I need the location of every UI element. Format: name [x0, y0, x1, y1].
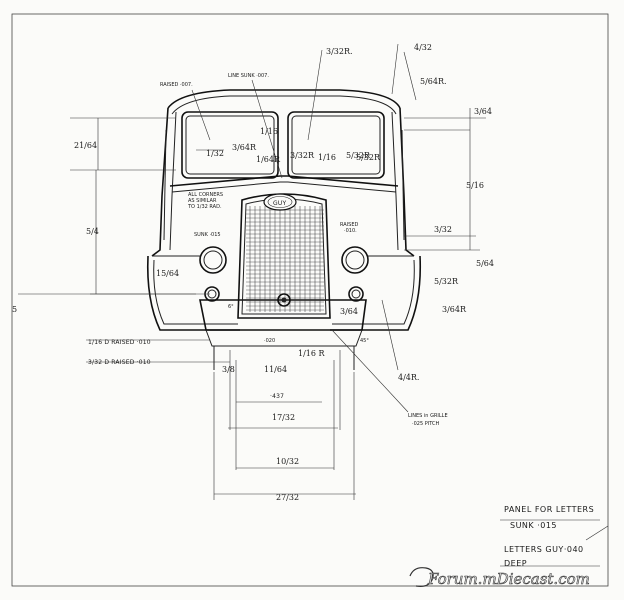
frac-17-32: 17/32: [272, 413, 295, 422]
grille: [237, 193, 331, 319]
frac-3-64d: 3/64: [340, 307, 358, 316]
frac-21-64: 21/64: [74, 141, 97, 150]
frac-5-32: 5/32R: [346, 151, 371, 160]
label-lines-grille: LINES in GRILLE: [408, 413, 448, 419]
frac-1-16-mid: 1/16: [318, 153, 336, 162]
label-pitch: ·025 PITCH: [412, 421, 439, 427]
frac-3-32b: 3/32R: [290, 151, 315, 160]
frac-1-32: 1/32: [206, 149, 224, 158]
frac-1-16: 1/16: [260, 127, 278, 136]
frac-5-32c: 5/32R: [356, 153, 381, 162]
label-line-sunk: LINE SUNK ·007.: [228, 73, 269, 79]
frac-10-32: 10/32: [276, 457, 299, 466]
label-sunk-015: SUNK ·015: [194, 232, 221, 238]
label-raised-gd: 1/16 D RAISED ·010: [88, 339, 151, 346]
frac-27-32: 27/32: [276, 493, 299, 502]
frac-3-64b: 3/64R: [232, 143, 257, 152]
frac-3-32-top: 3/32R.: [326, 47, 353, 56]
label-dim-020: ·020: [264, 338, 275, 344]
label-raised-010b: ·010.: [344, 228, 357, 234]
label-all-corners: ALL CORNERS: [188, 192, 223, 198]
sheet-border: [11, 13, 609, 587]
frac-5-32b: 5/32R: [434, 277, 459, 286]
note-sunk: SUNK ·015: [510, 521, 557, 530]
frac-11-64: 11/64: [264, 365, 287, 374]
dimension-fractions: 3/32R. 4/32 5/64R. 3/64 21/64 1/32 1/16 …: [12, 43, 494, 502]
headlamps: [199, 246, 369, 307]
frac-5-4: 5/4: [86, 227, 99, 236]
frac-5-edge: 5: [12, 305, 17, 314]
frac-5-16: 5/16: [466, 181, 484, 190]
frac-5-64: 5/64R.: [420, 77, 447, 86]
frac-3-64c: 3/64R: [442, 305, 467, 314]
forum-watermark: Forum.mDiecast.com: [409, 567, 590, 588]
frac-3-8: 3/8: [222, 365, 235, 374]
frac-3-32c: 3/32: [434, 225, 452, 234]
cab-outline: [146, 89, 422, 370]
label-all-corners-3: TO 1/32 RAD.: [187, 204, 222, 210]
note-panel: PANEL FOR LETTERS: [504, 505, 594, 514]
frac-4-4r: 4/4R.: [398, 373, 419, 382]
frac-1-16r: 1/16 R: [298, 349, 326, 358]
note-letters: LETTERS GUY·040: [504, 545, 584, 554]
frac-3-64: 3/64: [474, 107, 492, 116]
label-dim-45: 45°: [360, 338, 369, 344]
label-dim-437: ·437: [270, 393, 284, 400]
note-deep: DEEP: [504, 559, 527, 568]
frac-5-64b: 5/64: [476, 259, 494, 268]
label-dim-6: 6°: [228, 304, 234, 310]
watermark-text: Forum.mDiecast.com: [427, 570, 590, 588]
frac-15-64: 15/64: [156, 269, 179, 278]
drawing-labels: RAISED ·007. LINE SUNK ·007. ALL CORNERS…: [88, 73, 448, 427]
guy-badge: GUY: [263, 193, 297, 211]
dimension-lines: [18, 43, 486, 500]
label-all-corners-2: AS SIMILAR: [188, 198, 217, 204]
badge-text: GUY: [273, 200, 286, 207]
label-raised-010: RAISED: [340, 222, 358, 228]
label-raised-32: 3/32 D RAISED ·010: [88, 359, 151, 366]
frac-1-64: 1/64R: [256, 155, 281, 164]
label-raised: RAISED ·007.: [160, 82, 193, 88]
frac-4-32-top: 4/32: [414, 43, 432, 52]
notes-block: PANEL FOR LETTERS SUNK ·015 LETTERS GUY·…: [500, 505, 609, 568]
